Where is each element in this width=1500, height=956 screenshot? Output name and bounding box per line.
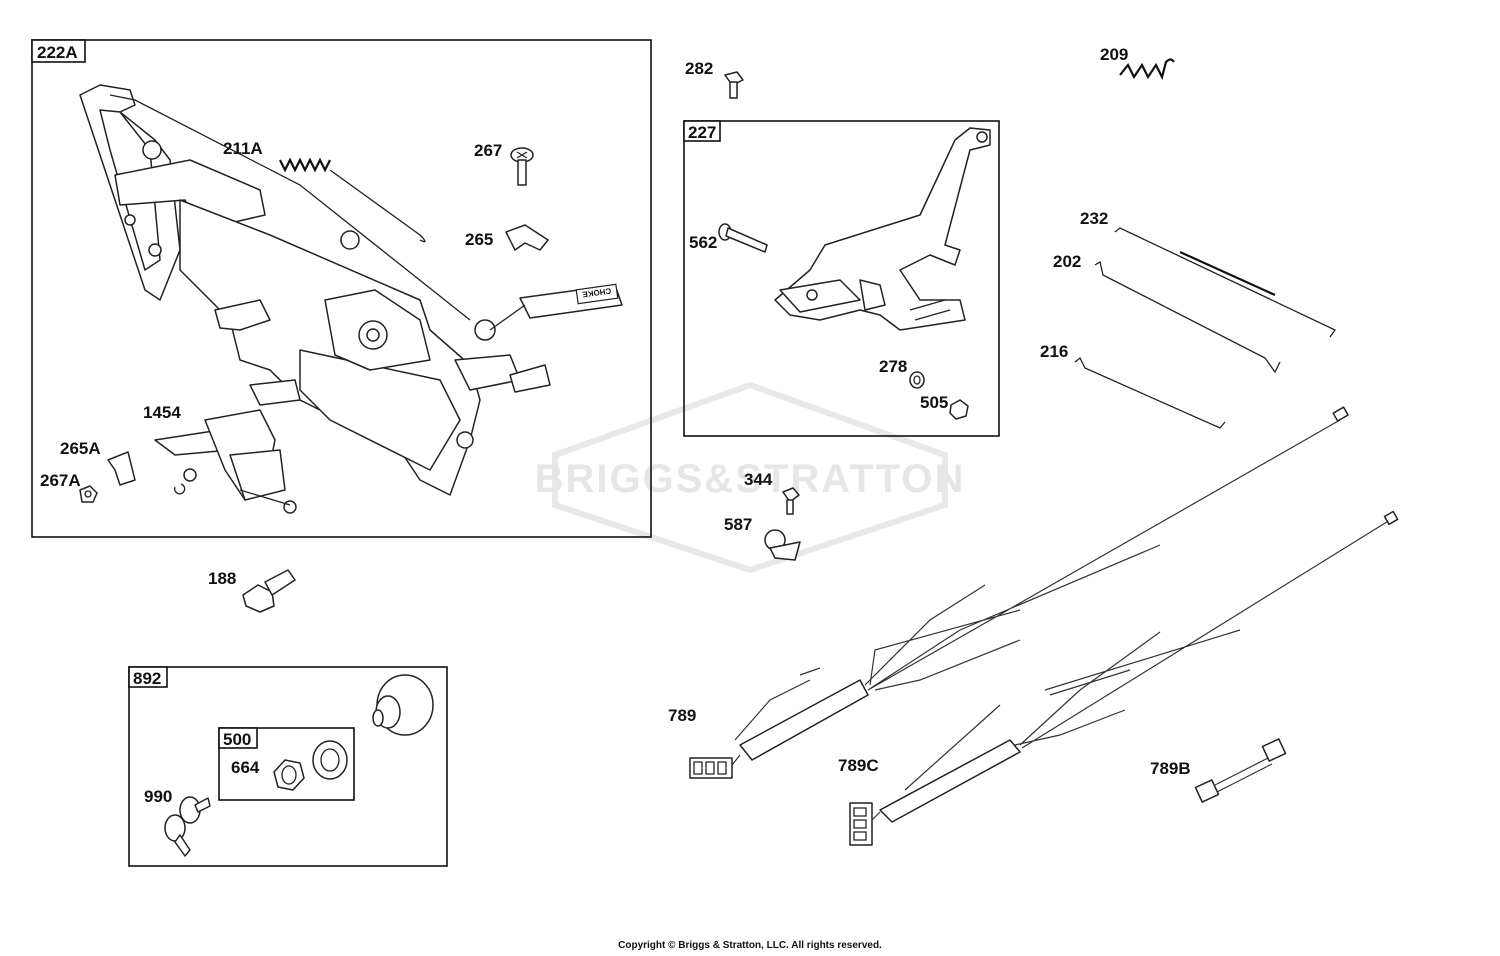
rod-232-icon <box>1114 227 1336 338</box>
nut-505-icon <box>949 399 969 420</box>
key-990-icon <box>164 796 211 857</box>
label-344: 344 <box>744 470 773 489</box>
spring-209-icon <box>1119 58 1175 81</box>
label-789B: 789B <box>1150 759 1191 778</box>
e-ring-icon <box>174 483 186 495</box>
bolt-344-icon <box>782 487 800 515</box>
label-1454: 1454 <box>143 403 181 422</box>
group-tag-227: 227 <box>688 123 716 142</box>
lock-washer-icon <box>312 740 348 780</box>
label-265A: 265A <box>60 439 101 458</box>
washer-278-icon <box>909 371 925 389</box>
label-278: 278 <box>879 357 907 376</box>
label-664: 664 <box>231 758 260 777</box>
bolt-188-icon <box>242 569 296 613</box>
bolt-282-icon <box>724 71 744 99</box>
harness-789B-icon <box>1194 738 1287 803</box>
copyright-notice: Copyright © Briggs & Stratton, LLC. All … <box>618 940 882 951</box>
label-211A: 211A <box>223 139 263 158</box>
screw-267A-icon <box>79 485 98 503</box>
control-bracket-icon: CHOKE <box>79 84 623 496</box>
label-267A: 267A <box>40 471 81 490</box>
label-789: 789 <box>668 706 696 725</box>
harness-789C-icon <box>849 510 1399 846</box>
label-216: 216 <box>1040 342 1068 361</box>
group-222A[interactable]: 222A <box>31 39 652 538</box>
label-202: 202 <box>1053 252 1081 271</box>
watermark-text: BRIGGS&STRATTON <box>535 457 966 501</box>
label-282: 282 <box>685 59 713 78</box>
clamp-587-icon <box>764 529 801 561</box>
label-990: 990 <box>144 787 172 806</box>
nut-664-icon <box>273 759 305 791</box>
label-267: 267 <box>474 141 502 160</box>
label-789C: 789C <box>838 756 879 775</box>
pin-562-icon <box>718 223 768 253</box>
group-892[interactable]: 892 <box>128 666 448 867</box>
label-265: 265 <box>465 230 493 249</box>
rod-202-icon <box>1094 260 1281 374</box>
label-188: 188 <box>208 569 236 588</box>
group-tag-500: 500 <box>223 730 251 749</box>
label-232: 232 <box>1080 209 1108 228</box>
screw-267-icon <box>510 147 534 186</box>
label-562: 562 <box>689 233 717 252</box>
clip-265A-icon <box>107 451 136 486</box>
label-505: 505 <box>920 393 948 412</box>
watermark: BRIGGS&STRATTON <box>535 381 966 574</box>
throttle-plate-icon <box>774 127 991 331</box>
ignition-switch-icon <box>372 674 434 736</box>
spring-211A-icon <box>279 157 426 243</box>
group-tag-892: 892 <box>133 669 161 688</box>
rod-216-icon <box>1074 356 1226 429</box>
harness-789-icon <box>689 406 1349 779</box>
group-227[interactable]: 227 <box>683 120 1000 437</box>
clip-265-icon <box>505 224 549 251</box>
group-tag-222A: 222A <box>37 43 78 62</box>
label-587: 587 <box>724 515 752 534</box>
label-209: 209 <box>1100 45 1128 64</box>
group-500[interactable]: 500 <box>218 727 355 801</box>
choke-decal-text: CHOKE <box>581 286 612 299</box>
switch-1454-icon <box>154 409 297 514</box>
